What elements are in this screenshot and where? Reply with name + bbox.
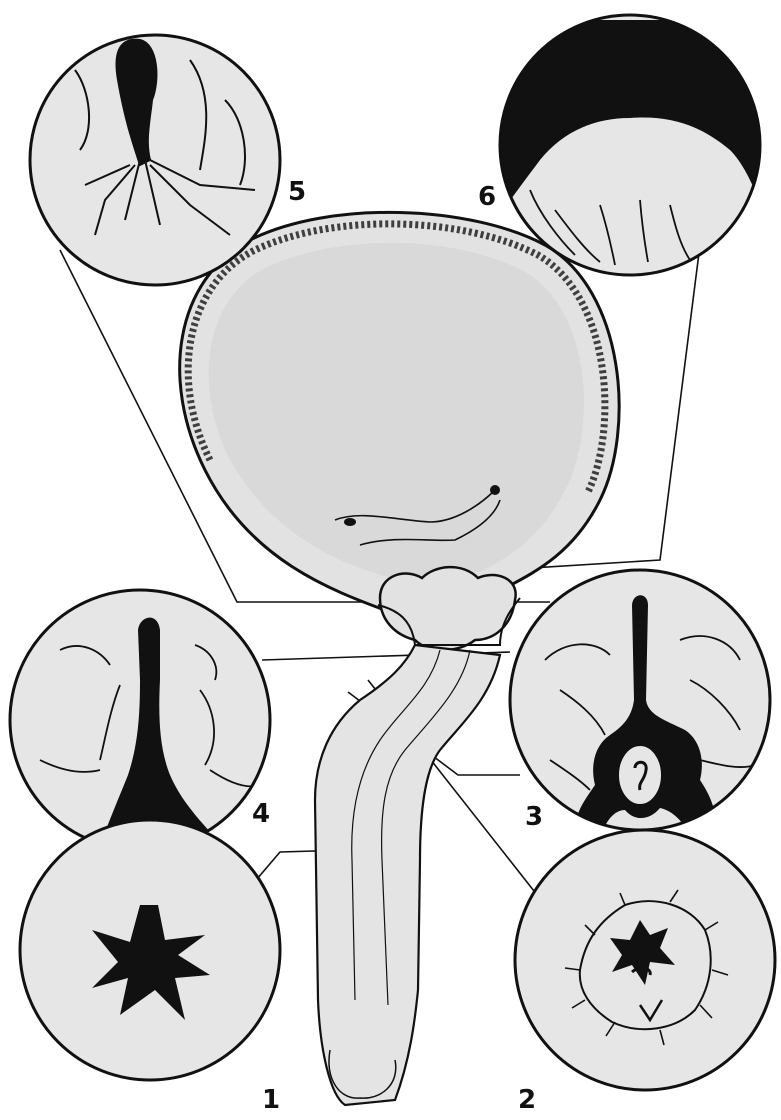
prostate-lobes (380, 567, 516, 650)
cross-section-1: 1 (20, 820, 280, 1115)
ureteral-orifice-left (344, 518, 356, 526)
ureteral-orifice-right (490, 485, 500, 495)
verumontanum (618, 745, 662, 805)
section-label-2: 2 (518, 1085, 536, 1115)
bladder (180, 212, 619, 650)
section-label-6: 6 (478, 182, 496, 212)
urethra (315, 645, 500, 1105)
cross-section-2: 2 (515, 830, 775, 1115)
cross-section-3: 3 (510, 570, 770, 840)
urethra-body (315, 645, 500, 1105)
section-label-4: 4 (252, 799, 270, 829)
section-label-3: 3 (525, 802, 543, 832)
section-label-5: 5 (288, 177, 306, 207)
section-label-1: 1 (262, 1085, 280, 1115)
